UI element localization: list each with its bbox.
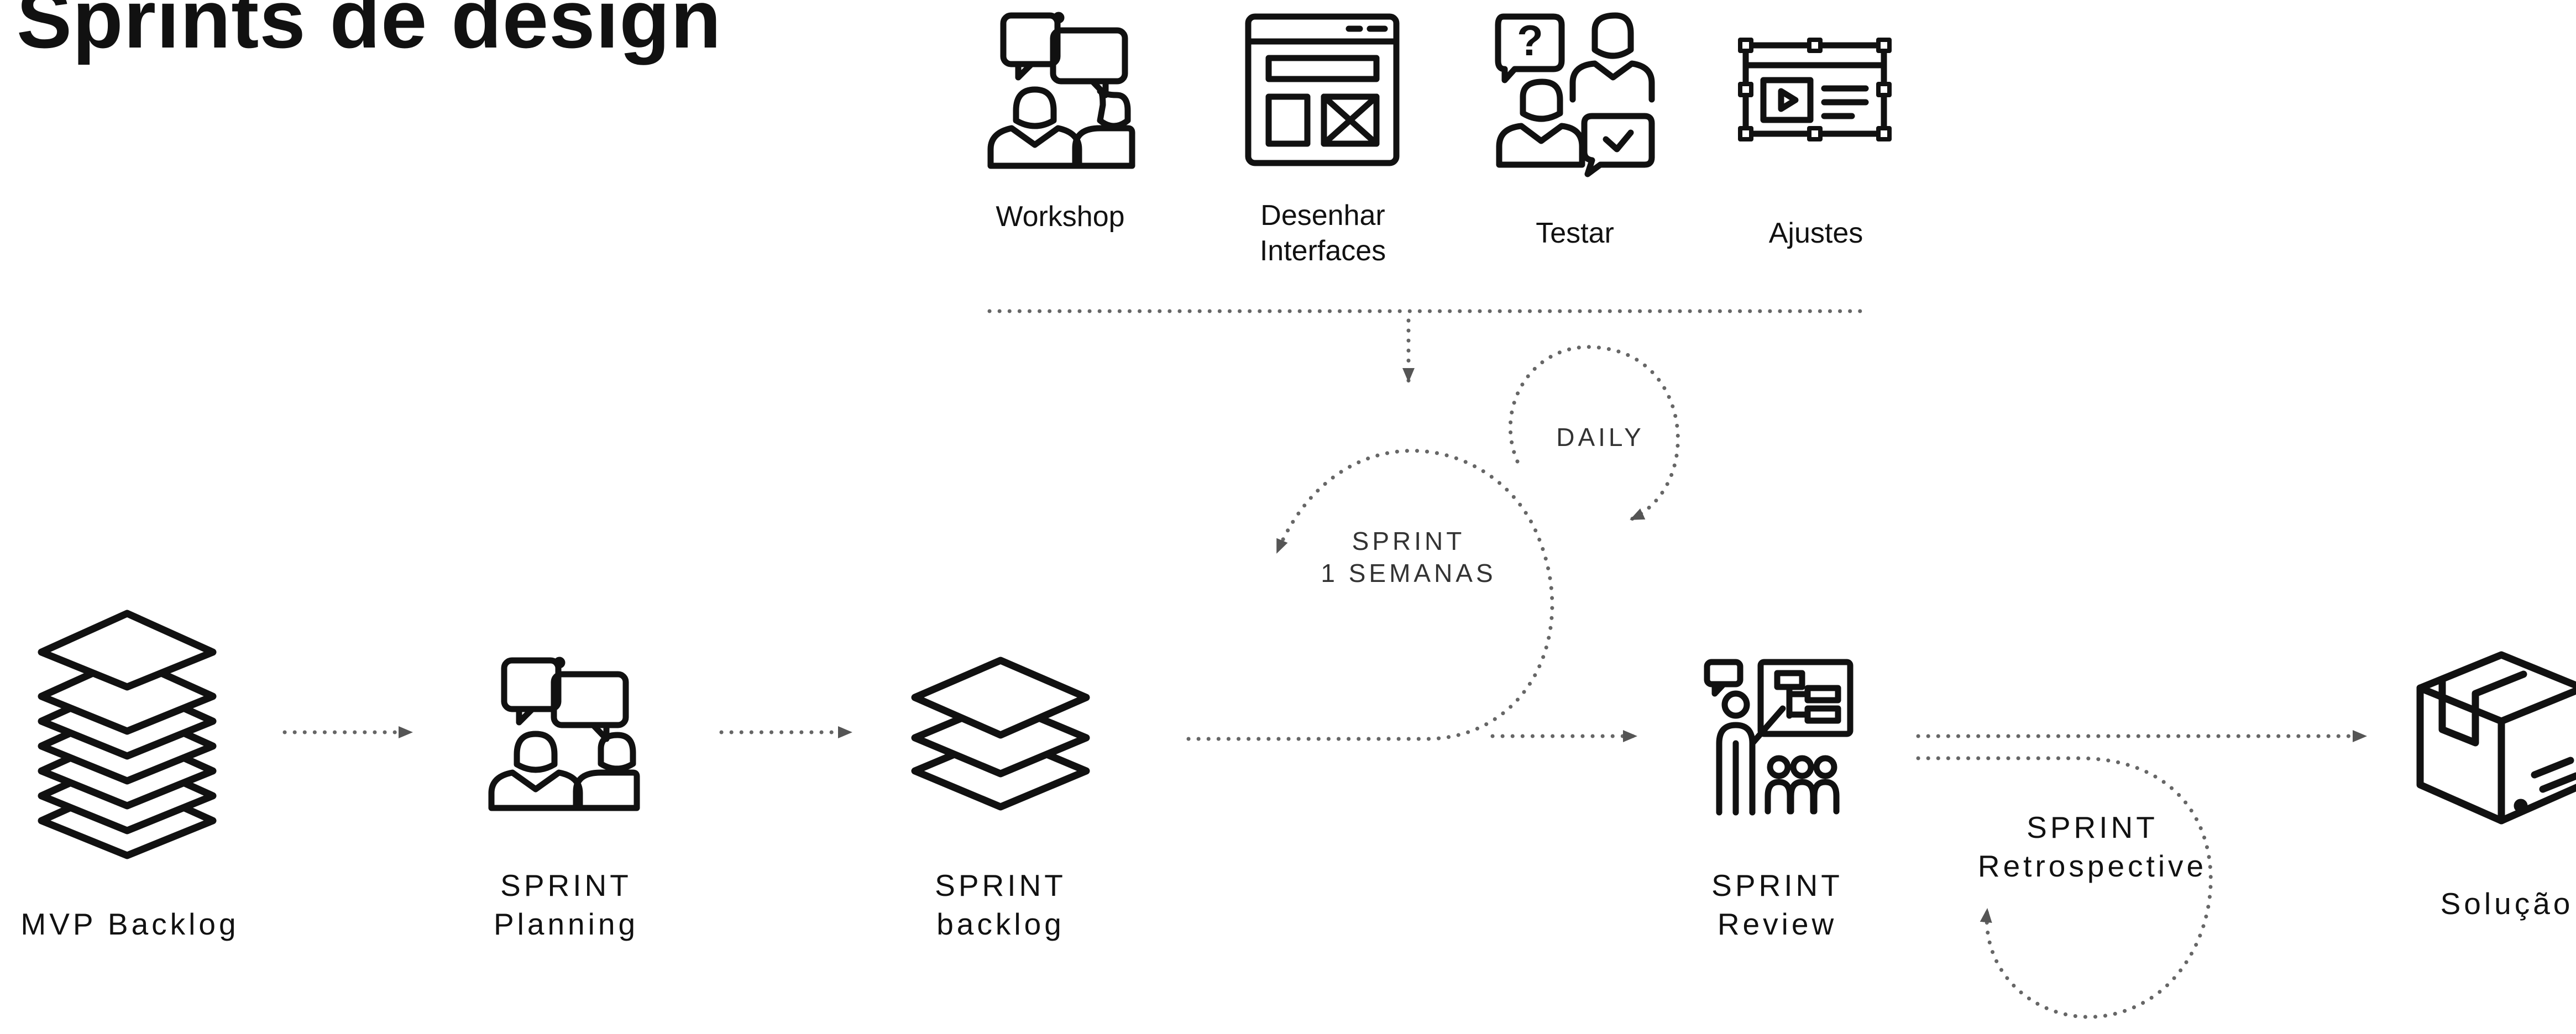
flow-label-sprint-planning: SPRINT Planning [493, 868, 639, 941]
flow-label-solucao: Solução [2440, 886, 2574, 921]
flow-label-sprint-review: SPRINT Review [1711, 868, 1843, 941]
backlog-layers-icon [911, 657, 1090, 811]
adjust-icon [1742, 42, 1887, 137]
wireframe-icon [1245, 13, 1400, 166]
retrospective-loop [1916, 756, 2213, 1019]
workshop-icon [987, 12, 1135, 169]
svg-text:?: ? [1517, 16, 1543, 65]
box-icon [2416, 651, 2576, 825]
flow-label-sprint-backlog: SPRINT backlog [935, 868, 1066, 941]
presentation-icon [1704, 659, 1854, 816]
cycle-label-sprint: SPRINT 1 SEMANAS [1321, 527, 1496, 587]
cycle-label-retrospective: SPRINT Retrospective [1977, 810, 2207, 883]
planning-chat-icon [488, 657, 640, 811]
daily-loop [1508, 345, 1680, 522]
sprint-loop [1186, 449, 1554, 741]
flow-label-mvp-backlog: MVP Backlog [20, 907, 239, 941]
activity-label-workshop: Workshop [996, 201, 1125, 233]
activity-label-testar: Testar [1536, 217, 1614, 249]
activity-label-ajustes: Ajustes [1768, 217, 1863, 249]
cycle-label-daily: DAILY [1556, 423, 1645, 452]
user-test-icon: ? [1495, 12, 1655, 177]
stack-layers-icon [38, 610, 217, 859]
page-title: Sprints de design [17, 0, 722, 65]
adjust-handles-icon [1738, 38, 1892, 141]
activity-label-desenhar-interfaces: Desenhar Interfaces [1259, 200, 1386, 267]
